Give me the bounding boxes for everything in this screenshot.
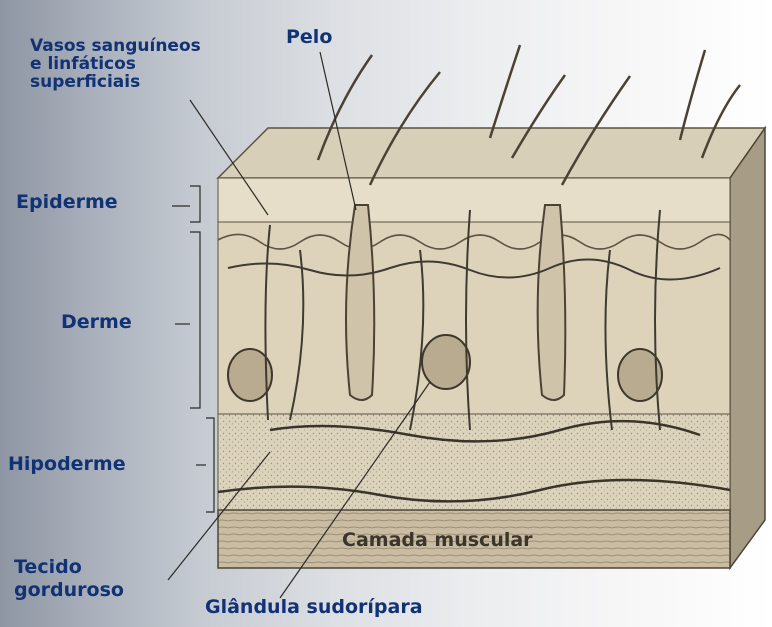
- epidermis-layer: [218, 178, 730, 222]
- skin-side-face: [730, 128, 765, 568]
- label-hipoderme: Hipoderme: [8, 455, 126, 475]
- label-pelo: Pelo: [286, 28, 332, 48]
- hypodermis-layer: [218, 414, 730, 510]
- label-epiderme: Epiderme: [16, 193, 118, 213]
- label-vasos-sanguineos: Vasos sanguíneos e linfáticos superficia…: [30, 38, 201, 92]
- label-tecido-gorduroso: Tecido gorduroso: [14, 556, 124, 602]
- label-camada-muscular: Camada muscular: [342, 531, 533, 551]
- label-derme: Derme: [61, 313, 132, 333]
- label-glandula-sudoripara: Glândula sudorípara: [205, 598, 423, 618]
